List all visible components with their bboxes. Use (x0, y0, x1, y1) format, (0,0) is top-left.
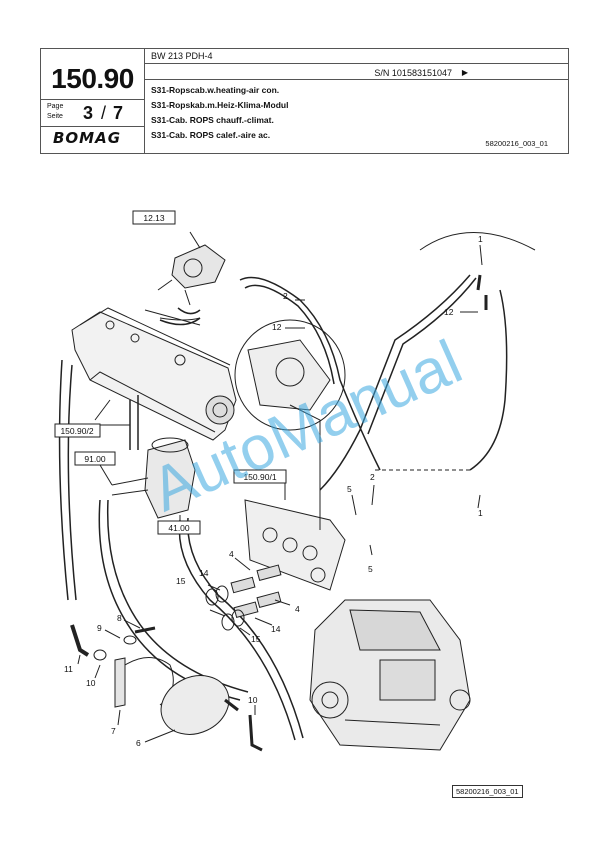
callout-8: 8 (117, 613, 122, 623)
callout-10: 10 (248, 695, 258, 705)
page-label: Page (47, 103, 64, 110)
ref-150-90-2[interactable]: 150.90/2 (60, 426, 93, 436)
callout-15: 15 (176, 576, 186, 586)
header-rule (144, 63, 568, 64)
callout-7: 7 (111, 726, 116, 736)
callout-4: 4 (229, 549, 234, 559)
title-en: S31-Ropscab.w.heating-air con. (151, 85, 280, 95)
callout-5: 5 (347, 484, 352, 494)
callout-1: 1 (478, 508, 483, 518)
ref-12-13[interactable]: 12.13 (143, 213, 165, 223)
seite-label: Seite (47, 113, 63, 120)
callout-12: 12 (444, 307, 454, 317)
bomag-logo: BOMAG (53, 129, 122, 147)
section-number: 150.90 (51, 63, 134, 94)
callout-6: 6 (136, 738, 141, 748)
filter-housing (111, 437, 196, 519)
callout-14: 14 (271, 624, 281, 634)
serial-number: S/N 101583151047 (374, 68, 452, 78)
parts-diagram: 12.13 150.90/2 91.00 41.00 150.90/1 1 2 … (54, 210, 536, 752)
callout-5: 5 (368, 564, 373, 574)
callout-2: 2 (283, 291, 288, 301)
ref-91-00[interactable]: 91.00 (84, 454, 106, 464)
header-block: 150.90 BW 213 PDH-4 S/N 101583151047 ▶ S… (40, 48, 569, 154)
callout-11: 11 (64, 664, 73, 674)
callout-4: 4 (295, 604, 300, 614)
page-total: 7 (113, 103, 124, 123)
valve-assembly (157, 244, 226, 326)
image-reference: 58200216_003_01 (485, 139, 548, 148)
next-arrow-icon[interactable]: ▶ (461, 68, 468, 77)
page-current: 3 (83, 103, 94, 123)
machine-model: BW 213 PDH-4 (151, 51, 213, 61)
title-fr: S31-Cab. ROPS chauff.-climat. (151, 115, 274, 125)
header-rule (41, 99, 144, 100)
header-rule (41, 126, 144, 127)
fittings (205, 564, 282, 631)
header-divider (144, 49, 145, 153)
heater-module (71, 307, 237, 441)
header-rule (144, 79, 568, 80)
callout-10: 10 (86, 678, 96, 688)
callout-9: 9 (97, 623, 102, 633)
callout-2: 2 (370, 472, 375, 482)
callout-1: 1 (478, 234, 483, 244)
title-es: S31-Cab. ROPS calef.-aire ac. (151, 130, 271, 140)
ref-150-90-1[interactable]: 150.90/1 (243, 472, 276, 482)
ref-41-00[interactable]: 41.00 (168, 523, 190, 533)
callout-14: 14 (199, 568, 209, 578)
callout-15: 15 (251, 634, 261, 644)
image-reference-footer: 58200216_003_01 (452, 785, 523, 798)
callout-12: 12 (272, 322, 282, 332)
page-separator: / (101, 103, 107, 123)
title-de: S31-Ropskab.m.Heiz-Klima-Modul (151, 100, 289, 110)
accumulator (114, 657, 239, 735)
engine (309, 599, 471, 751)
